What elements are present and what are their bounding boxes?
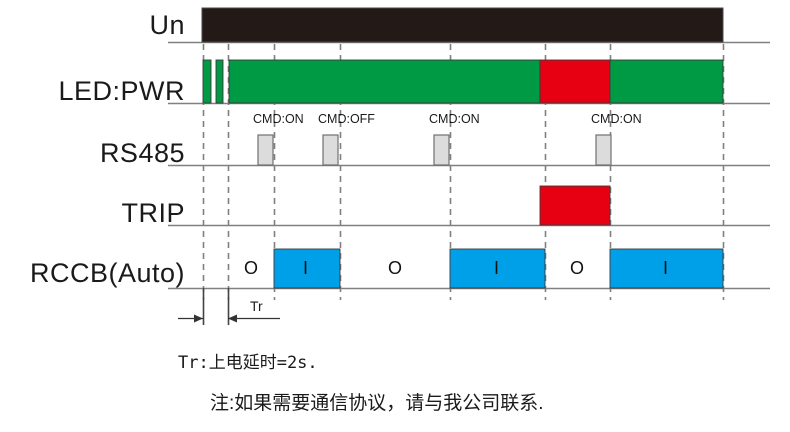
rccb-state-on-2: I — [663, 258, 669, 278]
rccb-state-off-2: O — [570, 258, 585, 278]
rccb-state-off-0: O — [244, 258, 259, 278]
rs485-pulse-3 — [595, 134, 612, 166]
rs485-command-label-2: CMD:ON — [429, 112, 480, 126]
led-block-0 — [202, 59, 212, 104]
rccb-state-off-1: O — [388, 258, 403, 278]
rs485-pulse-2 — [433, 134, 450, 166]
rs485-command-label-3: CMD:ON — [591, 112, 642, 126]
note-tr-delay: Tr:上电延时=2s. — [178, 353, 318, 373]
rs485-pulse-0 — [257, 134, 274, 166]
rccb-block-0 — [273, 248, 341, 289]
rccb-state-on-0: I — [303, 258, 309, 278]
rs485-command-label-1: CMD:OFF — [318, 112, 375, 126]
led-block-3 — [539, 59, 611, 104]
rccb-state-on-1: I — [494, 258, 500, 278]
row-label-led: LED:PWR — [58, 76, 185, 106]
row-label-un: Un — [149, 10, 185, 40]
trip-block-0 — [539, 185, 611, 226]
led-block-1 — [215, 59, 224, 104]
tr-marker-label: Tr — [250, 298, 263, 314]
led-block-2 — [228, 59, 541, 104]
note-protocol: 注:如果需要通信协议，请与我公司联系. — [210, 393, 544, 414]
rs485-pulse-1 — [322, 134, 339, 166]
un-bar — [201, 7, 724, 43]
rccb-block-1 — [449, 248, 546, 289]
tr-arrow-left — [194, 314, 203, 323]
rs485-command-label-0: CMD:ON — [253, 112, 304, 126]
row-label-rs485: RS485 — [99, 138, 185, 168]
row-label-rccb: RCCB(Auto) — [29, 258, 185, 288]
row-label-trip: TRIP — [121, 198, 185, 228]
rccb-block-2 — [609, 248, 724, 289]
led-block-4 — [609, 59, 724, 104]
tr-arrow-right — [228, 314, 237, 323]
